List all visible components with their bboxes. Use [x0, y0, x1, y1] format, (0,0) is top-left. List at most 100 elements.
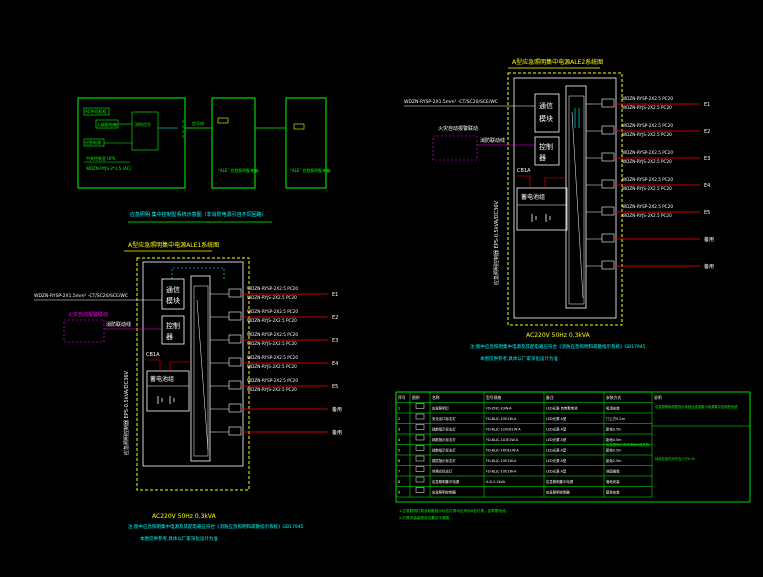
panel-ale2-comm-text-2: 模块	[539, 114, 553, 123]
ale-box-2	[285, 97, 327, 189]
panel2-circuit-cable-b-3: WDZN-RYJS-2X2.5 PC20	[622, 159, 672, 164]
panel-ale2-vertical-label: 应急照明控制器 EPS-0.5kVA/DC36V	[493, 201, 500, 285]
panel1-circuit-id-5: E5	[332, 384, 338, 390]
legend-cell-9-5: 应急照明控制器	[546, 490, 570, 495]
panel1-circuit-cable-b-4: WDZN-RYJS-2X2.5 PC20	[247, 364, 297, 369]
legend-cell-1-6: 吸顶安装	[606, 406, 620, 411]
panel2-breaker-1	[601, 98, 615, 108]
legend-cell-4-1: 4	[398, 438, 400, 442]
panel-ale1-control-text-1: 控制	[166, 321, 180, 330]
panel2-circuit-cable-a-2: WDZN-RYSP-2X2.5 PC20	[622, 123, 673, 128]
legend-cell-2-6: 门上方0.2m	[606, 416, 626, 421]
legend-right-note-1: 应急照明和疏散指示系统应选用集中电源集中控制型系统	[655, 404, 738, 409]
panel-ale2-note-1: 注:图中应急照明集中电源及其配电箱应符合《消防应急照明和疏散指示系统》GB179…	[470, 343, 646, 350]
legend-side-note: 应急照明灯具均采用A型灯具	[606, 442, 650, 447]
legend-cell-3-1: 3	[398, 428, 400, 432]
panel-ale1-comm-module	[161, 278, 185, 310]
legend-cell-5-1: 5	[398, 449, 400, 453]
legend-cell-8-5: 应急照明集中电源	[546, 479, 574, 484]
legend-cell-6-4: FD-BLJC-1OE1W-A	[486, 459, 517, 463]
legend-cell-4-5: LED光源 A型	[546, 437, 567, 442]
panel-ale1-alarm-box	[63, 319, 105, 343]
panel1-circuit-cable-a-1: WDZN-RYSP-2X2.5 PC20	[247, 286, 298, 291]
panel-ale1-comm-text-1: 通信	[166, 285, 180, 294]
top-system-diagram: AC中间机柜 上级配电箱 应急电源 消防信号 中央控制室 UPS WDZN-RY…	[77, 97, 330, 223]
panel-ale2-battery	[516, 187, 568, 231]
legend-note-2: 2.灯具安装高度及位置见平面图。	[399, 515, 453, 520]
legend-symbol-5	[415, 445, 425, 451]
panel2-circuit-id-2: E2	[704, 129, 710, 135]
panel1-circuit-id-4: E4	[332, 361, 338, 367]
link-label: 信号线	[192, 120, 204, 126]
legend-header-4: 型号规格	[486, 395, 501, 400]
panel-ale1-control-text-2: 器	[166, 333, 173, 341]
legend-cell-7-3: 地埋式标志灯	[432, 469, 453, 474]
legend-cell-2-3: 安全出口标志灯	[432, 416, 456, 421]
legend-cell-5-6: 距地0.5m	[606, 448, 622, 453]
panel-ale1-note-2: 本图仅供参考,具体以厂家深化设计为准	[140, 535, 218, 542]
source-label-5: 中央控制室 UPS	[86, 155, 116, 161]
legend-symbol-4	[415, 434, 425, 441]
legend-cell-9-1: 9	[398, 491, 400, 495]
panel-ale1-battery	[146, 370, 190, 412]
legend-cell-5-5: LED光源 A型	[546, 448, 567, 453]
panel1-circuit-id-7: 备用	[332, 429, 342, 436]
panel2-breaker-5	[601, 206, 615, 216]
panel-ale1-fire-label: 消防联动线	[106, 321, 131, 328]
legend-cell-8-6: 落地安装	[606, 479, 620, 484]
ale-box-1-label: "ALE" 应急照明配电箱	[218, 167, 258, 173]
panel-ale2-control-text-2: 器	[539, 154, 546, 162]
legend-cell-7-4: FD-BLJC-1OE1W-A	[486, 470, 517, 474]
source-label-6: WDZN-RYJS-2*1.5 (AC)	[86, 166, 132, 171]
panel-ale2-alarm-box	[432, 135, 478, 161]
panel1-circuit-cable-a-3: WDZN-RYSP-2X2.5 PC20	[247, 332, 298, 337]
panel2-circuit-id-1: E1	[704, 102, 710, 108]
panel2-circuit-cable-a-5: WDZN-RYSP-2X2.5 PC20	[622, 204, 673, 209]
legend-header-7: 说明	[654, 395, 662, 400]
legend-cell-1-1: 1	[398, 407, 400, 411]
source-label-2: 上级配电箱	[97, 121, 117, 127]
panel-ale2-title: A型应急照明集中电源ALE2系统图	[512, 58, 603, 66]
legend-header-2: 图例	[412, 395, 420, 400]
panel-ale1-vertical-label: 应急照明控制器 EPS-0.5kVA/DC36V	[123, 371, 130, 455]
panel1-breaker-3	[228, 334, 242, 344]
source-label-1: AC中间机柜	[85, 108, 106, 114]
legend-cell-2-1: 2	[398, 417, 400, 421]
panel-ale2-rating: AC220V 50Hz 0.3kVA	[526, 332, 591, 339]
panel2-circuit-cable-a-3: WDZN-RYSP-2X2.5 PC20	[622, 150, 673, 155]
panel-ale2-busbar	[565, 85, 587, 309]
panel1-breaker-5	[228, 380, 242, 390]
panel2-breaker-4	[601, 179, 615, 189]
panel2-circuit-id-7: 备用	[704, 263, 714, 270]
panel-ale2-control-module	[534, 136, 560, 166]
panel-ale1-cb: CB1A	[146, 352, 160, 358]
panel-ale2-frame	[507, 72, 623, 326]
panel1-circuit-cable-a-2: WDZN-RYSP-2X2.5 PC20	[247, 309, 298, 314]
panel-ale1-alarm-label: 火灾自动报警联动	[68, 311, 108, 318]
legend-cell-6-6: 距地2.5m	[606, 458, 622, 463]
legend-symbol-2	[415, 413, 425, 420]
legend-cell-7-6: 地面嵌装	[606, 469, 620, 474]
panel-ale2-incoming-label: WDZN-RYSP-2X1.5mm² -CT/SC20/SCE/WC	[404, 99, 498, 105]
panel2-circuit-cable-b-2: WDZN-RYJS-2X2.5 PC20	[622, 132, 672, 137]
legend-header-3: 名称	[432, 395, 440, 400]
legend-symbol-8	[415, 476, 425, 483]
legend-cell-5-3: 疏散指示标志灯	[432, 448, 456, 453]
panel1-breaker-6	[228, 403, 242, 413]
legend-cell-7-5: LED光源 A型	[546, 469, 567, 474]
panel-ale2-note-2: 本图仅供参考,具体以厂家深化设计为准	[480, 355, 558, 362]
legend-cell-4-3: 疏散指示标志灯	[432, 437, 456, 442]
panel2-circuit-id-6: 备用	[704, 236, 714, 243]
legend-symbol-7	[415, 466, 425, 472]
panel1-breaker-7	[228, 426, 242, 436]
legend-cell-1-3: 应急照明灯	[432, 406, 450, 411]
legend-cell-9-6: 壁挂安装	[606, 490, 620, 495]
panel2-breaker-2	[601, 125, 615, 135]
source-label-3: 应急电源	[85, 139, 101, 145]
panel-ale1-battery-text: 蓄电池组	[150, 375, 174, 383]
panel-ale1-frame	[136, 257, 250, 491]
panel1-circuit-cable-b-5: WDZN-RYJS-2X2.5 PC20	[247, 387, 297, 392]
panel-ale1-busbar	[190, 275, 211, 462]
panel1-circuit-cable-a-4: WDZN-RYSP-2X2.5 PC20	[247, 355, 298, 360]
legend-cell-8-4: A-D-0.3kVA	[486, 480, 506, 484]
